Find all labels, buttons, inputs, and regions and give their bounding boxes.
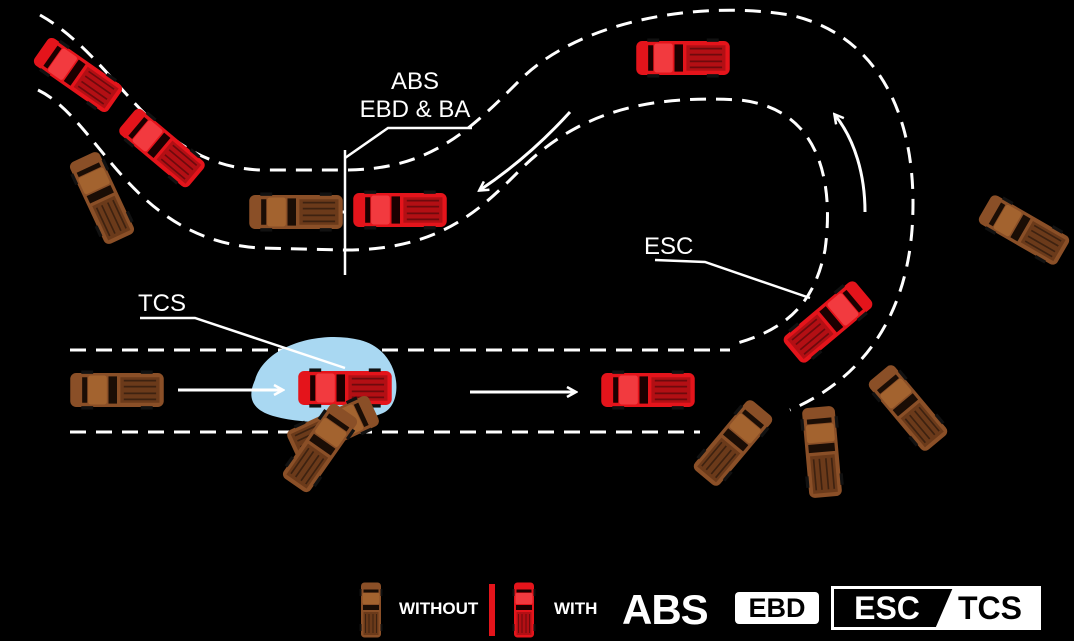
car-without-upper bbox=[65, 148, 139, 248]
legend-esc-label: ESC bbox=[854, 590, 920, 626]
label-abs-line1: ABS bbox=[390, 68, 440, 95]
legend-graphics bbox=[359, 582, 536, 638]
car-without-esc-1 bbox=[863, 360, 953, 456]
label-tcs: TCS bbox=[138, 290, 186, 317]
esc-leader bbox=[654, 258, 811, 300]
arrow-curve-upper bbox=[480, 110, 572, 190]
car-without-esc-3 bbox=[688, 395, 778, 491]
car-with-upper-2 bbox=[114, 103, 210, 193]
car-without-abs bbox=[248, 191, 344, 233]
car-with-abs bbox=[352, 189, 448, 231]
car-with-top bbox=[635, 37, 731, 79]
arrow-curve-right bbox=[835, 115, 867, 213]
curved-track bbox=[37, 8, 915, 412]
legend-with-label: WITH bbox=[554, 599, 598, 618]
label-abs-line2: EBD & BA bbox=[359, 96, 471, 123]
label-abs: ABS EBD & BA bbox=[350, 68, 480, 124]
track-outer-line bbox=[39, 8, 915, 412]
legend-ebd-badge: EBD bbox=[735, 592, 819, 624]
abs-leader bbox=[344, 126, 472, 160]
car-without-esc-2 bbox=[798, 404, 846, 500]
car-with-upper-1 bbox=[29, 32, 127, 118]
car-with-finish bbox=[600, 369, 696, 411]
legend-esc-tcs-badge: ESC TCS bbox=[831, 586, 1041, 630]
tcs-leader bbox=[140, 316, 346, 370]
legend-divider bbox=[489, 584, 495, 636]
legend-without-label: WITHOUT bbox=[399, 599, 479, 618]
legend-tcs-label: TCS bbox=[958, 590, 1022, 626]
car-without-right bbox=[974, 190, 1074, 270]
legend: WITHOUT WITH ABS EBD ESC TCS bbox=[355, 580, 1055, 638]
car-without-start bbox=[69, 369, 165, 411]
track-inner-line bbox=[37, 88, 829, 347]
label-esc: ESC bbox=[644, 233, 694, 260]
legend-abs-badge: ABS bbox=[622, 586, 709, 633]
straight-track bbox=[70, 348, 730, 434]
car-with-tcs bbox=[297, 367, 393, 409]
car-with-esc bbox=[778, 276, 878, 368]
legend-tcs-block bbox=[932, 589, 1038, 627]
leader-lines bbox=[140, 126, 811, 370]
